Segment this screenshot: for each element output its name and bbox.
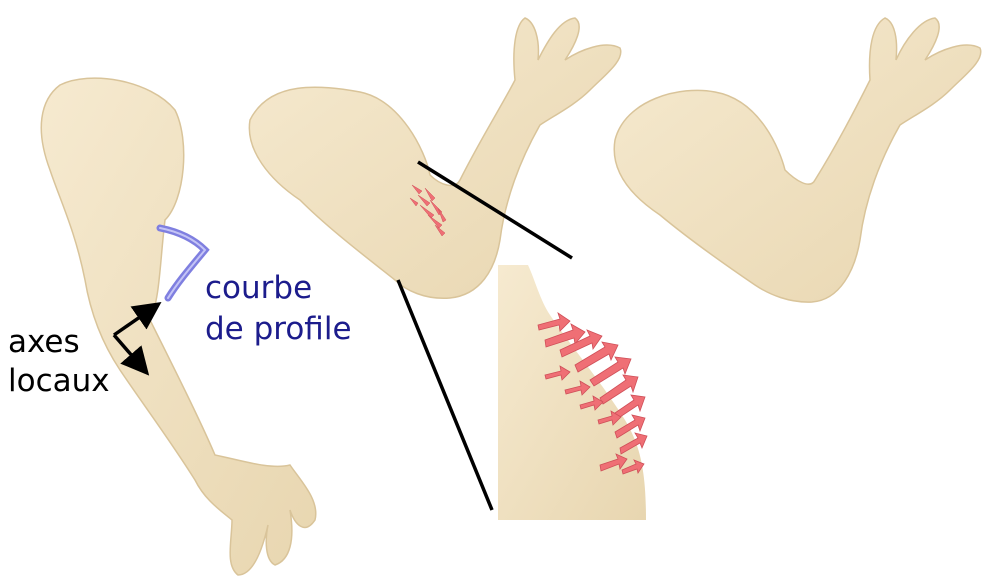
profile-label-line2: de profile [205, 311, 352, 347]
arm-panel-3 [614, 18, 981, 302]
axes-label-line2: locaux [8, 363, 110, 399]
zoom-line-bottom [398, 280, 492, 510]
profile-label-line1: courbe [205, 270, 312, 306]
axes-label-line1: axes [8, 324, 80, 360]
arm-3-shape [614, 18, 981, 302]
arm-2-shape [249, 18, 620, 298]
arm-panel-2 [249, 18, 620, 298]
zoom-inset [498, 265, 647, 520]
profile-curve [160, 228, 205, 298]
